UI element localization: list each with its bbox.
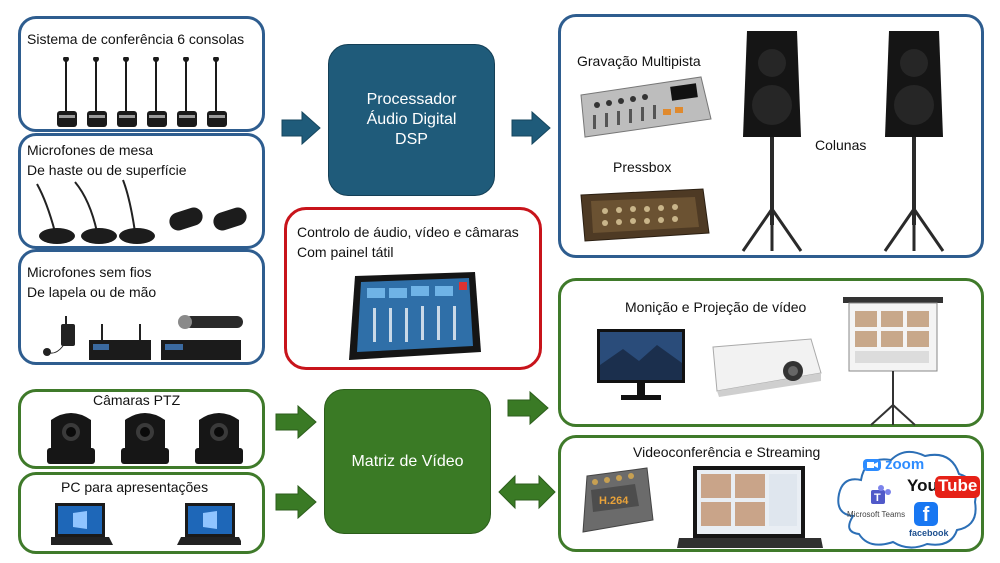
control-panel-line1: Controlo de áudio, vídeo e câmaras — [297, 224, 519, 240]
videoconference-box: Videoconferência e Streaming H.264 zoom … — [558, 435, 984, 552]
control-panel-line2: Com painel tátil — [297, 244, 394, 260]
wireless-mics-box: Microfones sem fios De lapela ou de mão — [18, 249, 265, 365]
table-mics-line2: De haste ou de superfície — [27, 162, 187, 178]
presentation-pc-title: PC para apresentações — [61, 479, 209, 495]
dsp-processor: Processador Áudio Digital DSP — [328, 44, 495, 196]
pressbox-image — [580, 188, 710, 242]
video-matrix-title: Matriz de Vídeo — [351, 452, 464, 470]
dsp-line3: DSP — [395, 131, 428, 148]
teams-icon: T — [871, 485, 891, 504]
recording-label: Gravação Multipista — [577, 53, 701, 69]
ptz-cameras-box: Câmaras PTZ — [18, 389, 265, 469]
table-mics-line1: Microfones de mesa — [27, 142, 154, 158]
projector-image — [712, 338, 822, 397]
youtube-tube-badge: Tube — [935, 476, 981, 498]
arrow-from-dsp — [511, 110, 551, 146]
speaker-right-image — [883, 31, 945, 252]
speakers-label: Colunas — [815, 137, 867, 153]
presentation-pc-box: PC para apresentações — [18, 472, 265, 554]
projection-title: Monição e Projeção de vídeo — [625, 299, 807, 315]
conference-system-box: Sistema de conferência 6 consolas — [18, 16, 265, 132]
videoconference-laptop-image — [677, 466, 823, 548]
monitor-image — [597, 329, 685, 400]
audio-output-box: Gravação Multipista Pressbox Colunas — [558, 14, 984, 258]
dsp-line1: Processador — [366, 91, 457, 108]
projection-box: Monição e Projeção de vídeo — [558, 278, 984, 427]
projection-screen-image — [843, 297, 943, 426]
svg-text:T: T — [874, 492, 881, 504]
zoom-icon — [863, 459, 881, 471]
arrow-to-dsp — [281, 110, 321, 146]
svg-text:H.264: H.264 — [599, 495, 629, 507]
speaker-left-image — [741, 31, 803, 252]
conference-system-title: Sistema de conferência 6 consolas — [27, 31, 245, 47]
wireless-mics-line2: De lapela ou de mão — [27, 284, 157, 300]
youtube-you-text: You — [907, 476, 938, 495]
facebook-icon: f — [914, 502, 938, 526]
zoom-logo-text: zoom — [885, 456, 925, 473]
wireless-mics-image — [43, 315, 243, 360]
control-panel-box: Controlo de áudio, vídeo e câmaras Com p… — [284, 207, 542, 370]
ptz-cameras-title: Câmaras PTZ — [93, 392, 181, 408]
touch-panel-image — [349, 272, 481, 360]
teams-logo-text: Microsoft Teams — [847, 510, 906, 519]
facebook-logo-text: facebook — [909, 528, 949, 538]
arrow-ptz-to-matrix — [275, 404, 317, 440]
conference-consoles-image — [57, 57, 227, 127]
arrow-pc-to-matrix — [275, 484, 317, 520]
ptz-cameras-image — [47, 413, 243, 464]
arrow-matrix-videoconf-bidirectional — [498, 474, 556, 510]
pressbox-label: Pressbox — [613, 159, 672, 175]
arrow-matrix-to-projection — [507, 390, 549, 426]
table-mics-box: Microfones de mesa De haste ou de superf… — [18, 133, 265, 249]
wireless-mics-line1: Microfones sem fios — [27, 264, 152, 280]
table-mics-image — [36, 179, 247, 244]
multitrack-recorder-image — [580, 76, 712, 138]
video-matrix: Matriz de Vídeo — [324, 389, 491, 534]
encoder-image: H.264 — [582, 467, 654, 533]
videoconference-title: Videoconferência e Streaming — [633, 444, 821, 460]
youtube-tube-text: Tube — [938, 476, 978, 495]
dsp-line2: Áudio Digital — [366, 111, 457, 128]
presentation-laptops-image — [51, 503, 241, 545]
